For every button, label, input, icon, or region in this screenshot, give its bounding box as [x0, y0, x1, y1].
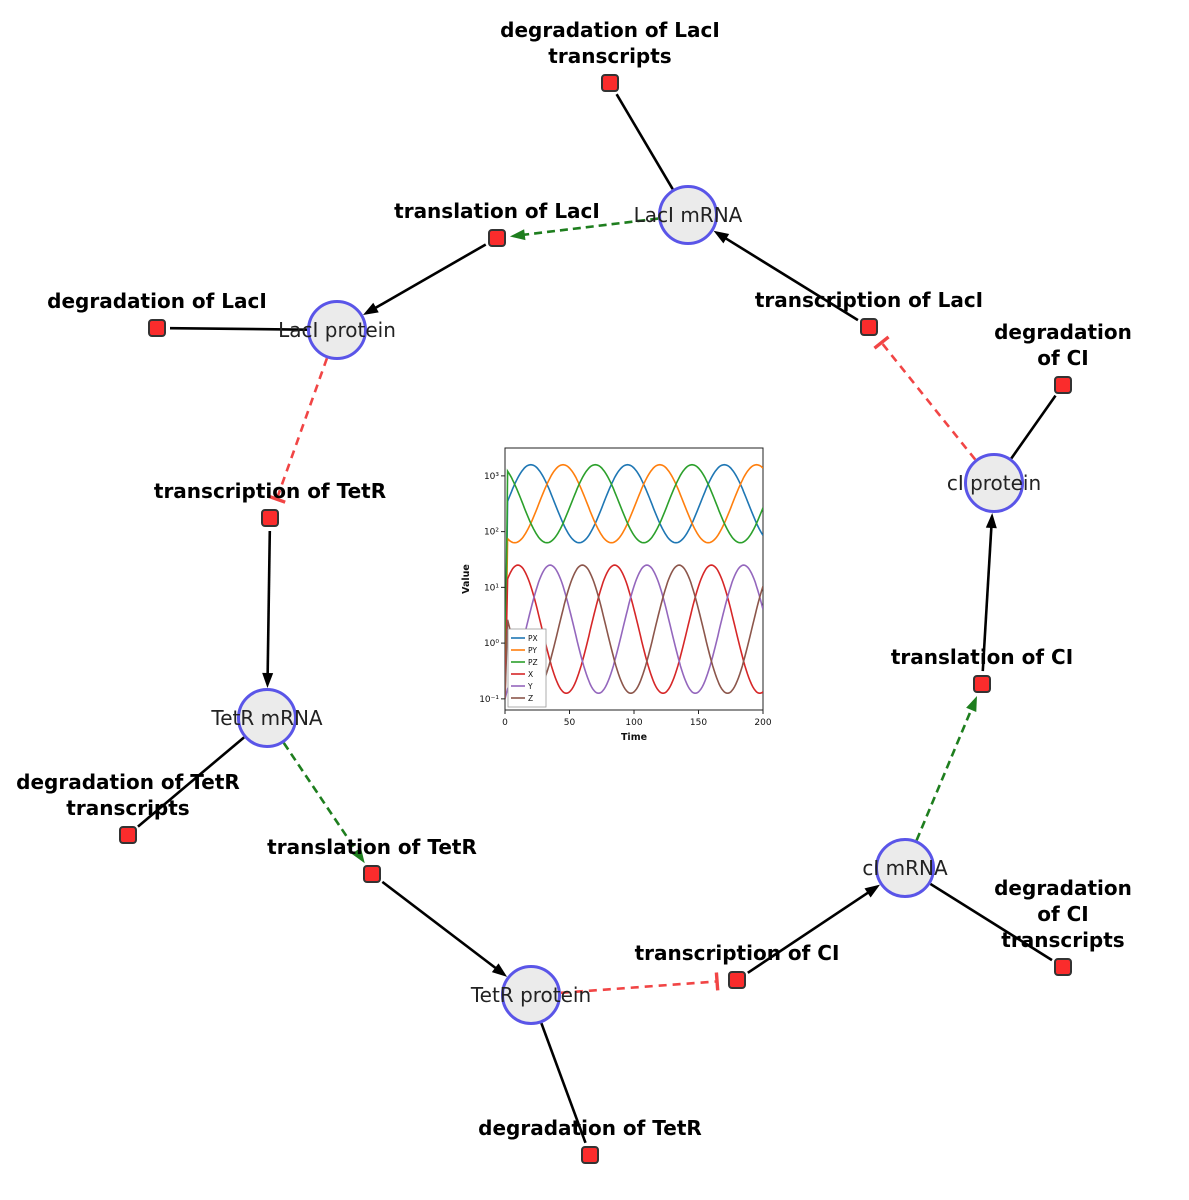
edge-tetr_protein-to-transc_ci — [560, 980, 718, 995]
arrowhead-icon — [864, 884, 881, 898]
arrowhead-icon — [262, 672, 274, 689]
species-label-tetr_protein: TetR protein — [470, 983, 592, 1007]
edge-laci_protein-to-deg_laci — [169, 326, 308, 331]
reaction-node-deg_ci_tx — [1054, 958, 1072, 976]
x-axis-label: Time — [621, 732, 647, 743]
reaction-node-transc_ci — [728, 971, 746, 989]
reaction-label-transl_ci: translation of CI — [890, 645, 1074, 669]
y-tick-label: 10³ — [484, 472, 499, 482]
edge-laci_mrna-to-deg_laci_tx — [615, 93, 674, 190]
reaction-label-transc_tetr: transcription of TetR — [153, 479, 387, 503]
arrowhead-icon — [966, 695, 977, 712]
edge-transc_tetr-to-tetr_mrna — [266, 530, 272, 679]
reaction-label-transl_tetr: translation of TetR — [267, 835, 477, 859]
species-node-ci_protein — [964, 453, 1024, 513]
species-label-ci_mrna: cI mRNA — [862, 856, 948, 880]
series-line-X — [505, 564, 763, 699]
species-label-laci_protein: LacI protein — [278, 318, 396, 342]
y-tick-label: 10¹ — [484, 583, 499, 593]
edge-tetr_mrna-to-transl_tetr — [282, 742, 361, 856]
reaction-node-deg_tetr — [581, 1146, 599, 1164]
x-tick-label: 50 — [564, 718, 576, 728]
edge-ci_mrna-to-deg_ci_tx — [929, 882, 1053, 962]
arrowhead-icon — [985, 512, 997, 529]
series-line-PZ — [505, 463, 763, 699]
series-group — [505, 463, 763, 700]
legend-label-PY: PY — [528, 646, 537, 655]
series-line-Z — [505, 564, 763, 699]
legend-label-PZ: PZ — [528, 658, 538, 667]
reaction-node-deg_tetr_tx — [119, 826, 137, 844]
x-tick-label: 100 — [625, 718, 642, 728]
legend-label-Z: Z — [528, 694, 533, 703]
y-tick-label: 10⁰ — [484, 639, 499, 649]
edge-transc_laci-to-laci_mrna — [721, 234, 859, 322]
inhibition-tee-icon — [267, 494, 286, 504]
reaction-label-deg_tetr_tx: degradation of TetR transcripts — [16, 770, 240, 820]
series-line-Y — [505, 564, 763, 700]
y-tick-label: 10² — [484, 528, 499, 538]
y-tick-label: 10⁻¹ — [479, 695, 499, 705]
reaction-node-transc_tetr — [261, 509, 279, 527]
arrowhead-icon — [363, 302, 379, 316]
reaction-node-transl_tetr — [363, 865, 381, 883]
edge-ci_protein-to-deg_ci — [1010, 394, 1057, 460]
reaction-node-deg_laci — [148, 319, 166, 337]
species-node-laci_mrna — [658, 185, 718, 245]
reaction-label-transl_laci: translation of LacI — [394, 199, 600, 223]
species-node-tetr_protein — [501, 965, 561, 1025]
edge-transc_ci-to-ci_mrna — [747, 889, 873, 974]
reaction-label-deg_ci_tx: degradation of CI transcripts — [994, 876, 1132, 952]
species-label-tetr_mrna: TetR mRNA — [211, 706, 323, 730]
reaction-node-transl_ci — [973, 675, 991, 693]
reaction-label-deg_laci: degradation of LacI — [47, 289, 267, 313]
species-node-tetr_mrna — [237, 688, 297, 748]
species-label-ci_protein: cI protein — [946, 471, 1042, 495]
edge-ci_mrna-to-transl_ci — [915, 704, 975, 841]
reaction-label-transc_laci: transcription of LacI — [754, 288, 984, 312]
edge-tetr_protein-to-deg_tetr — [540, 1022, 587, 1144]
reaction-label-deg_ci: degradation of CI — [994, 320, 1132, 370]
arrowhead-icon — [351, 847, 365, 864]
edge-laci_protein-to-transc_tetr — [275, 357, 329, 500]
x-tick-label: 0 — [502, 718, 508, 728]
reaction-node-deg_laci_tx — [601, 74, 619, 92]
reaction-label-transc_ci: transcription of CI — [634, 941, 840, 965]
species-label-laci_mrna: LacI mRNA — [633, 203, 743, 227]
reaction-node-deg_ci — [1054, 376, 1072, 394]
species-node-laci_protein — [307, 300, 367, 360]
edge-transl_tetr-to-tetr_protein — [381, 880, 500, 972]
edge-transl_ci-to-ci_protein — [981, 522, 993, 672]
arrowhead-icon — [491, 963, 508, 977]
edge-transl_laci-to-laci_protein — [371, 243, 487, 312]
edge-ci_protein-to-transc_laci — [880, 341, 977, 461]
reaction-label-deg_laci_tx: degradation of LacI transcripts — [500, 18, 720, 68]
legend-box — [507, 628, 547, 708]
x-tick-label: 150 — [690, 718, 707, 728]
edge-tetr_mrna-to-deg_tetr_tx — [137, 736, 245, 828]
series-line-PX — [505, 463, 763, 699]
reaction-node-transl_laci — [488, 229, 506, 247]
inhibition-tee-icon — [714, 972, 720, 991]
reaction-label-deg_tetr: degradation of TetR — [478, 1116, 702, 1140]
edge-laci_mrna-to-transl_laci — [519, 217, 659, 237]
species-node-ci_mrna — [875, 838, 935, 898]
legend-label-PX: PX — [528, 634, 538, 643]
reaction-node-transc_laci — [860, 318, 878, 336]
arrowhead-icon — [509, 229, 526, 241]
series-line-PY — [505, 463, 763, 699]
x-tick-label: 200 — [754, 718, 771, 728]
y-axis-label: Value — [461, 564, 472, 594]
legend-label-X: X — [528, 670, 533, 679]
legend-label-Y: Y — [527, 682, 533, 691]
inhibition-tee-icon — [873, 335, 890, 350]
arrowhead-icon — [713, 230, 730, 244]
